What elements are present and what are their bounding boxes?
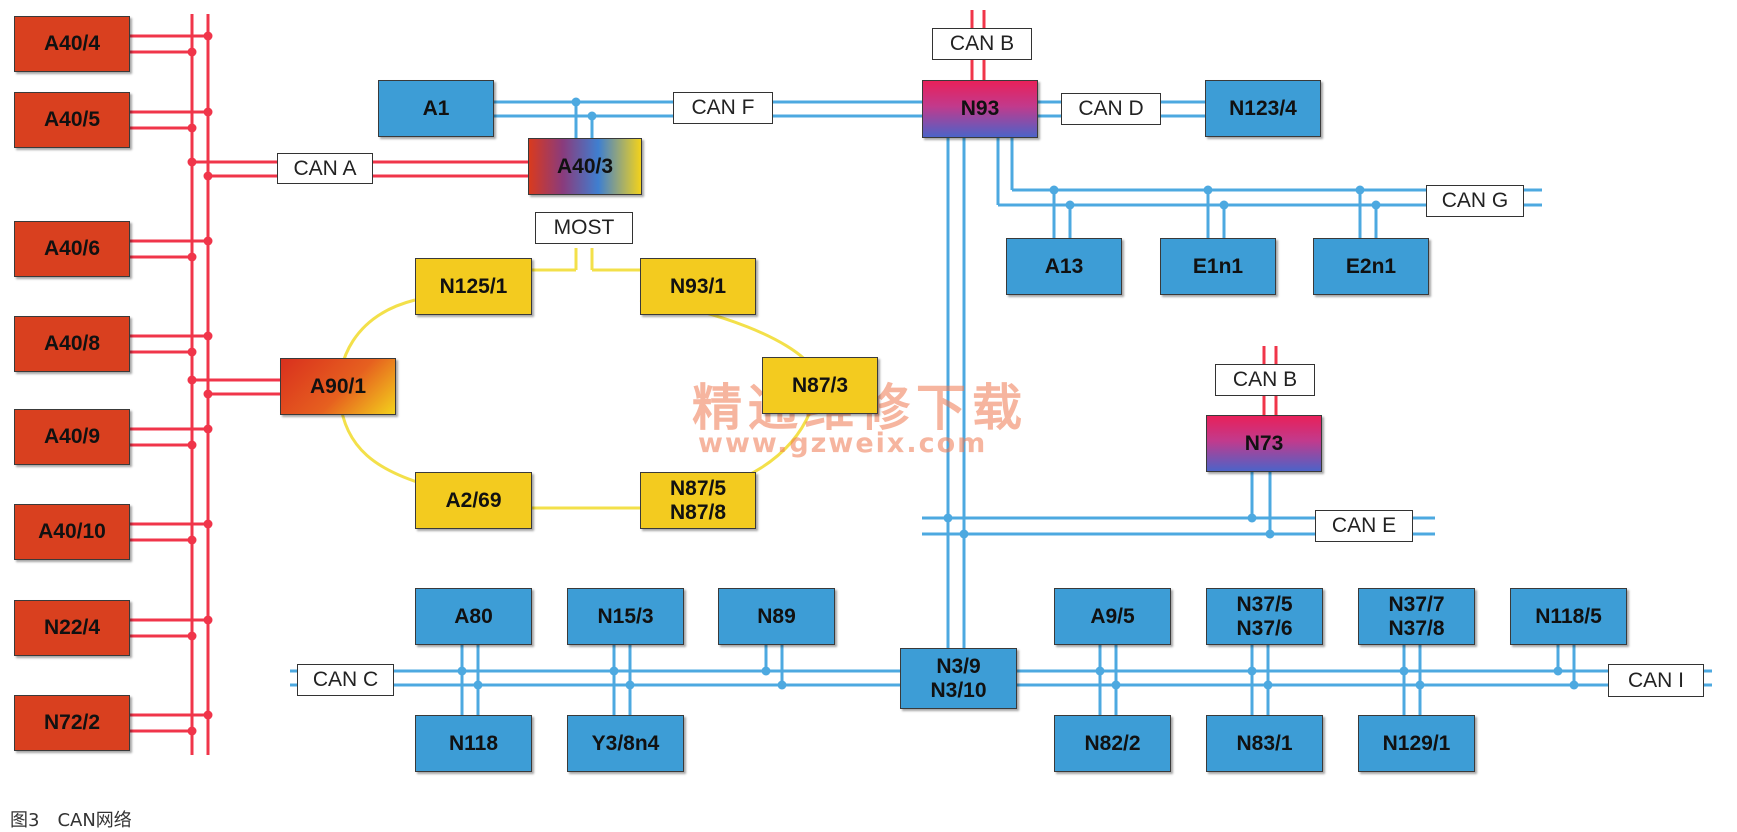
node-a40-5: A40/5: [14, 92, 130, 148]
bus-label-can-i: CAN I: [1608, 664, 1704, 697]
can-junctions: [457, 97, 1579, 690]
bus-label-can-d: CAN D: [1061, 93, 1161, 125]
node-n118-5: N118/5: [1510, 588, 1627, 645]
bus-label-can-b-top: CAN B: [932, 28, 1032, 60]
can-a-junctions: [187, 31, 213, 736]
node-a13: A13: [1006, 238, 1122, 295]
node-n125-1: N125/1: [415, 258, 532, 315]
node-n118: N118: [415, 715, 532, 772]
node-a80: A80: [415, 588, 532, 645]
node-a40-10: A40/10: [14, 504, 130, 560]
node-n3-9-10: N3/9 N3/10: [900, 648, 1017, 709]
node-n72-2: N72/2: [14, 695, 130, 751]
bus-label-most: MOST: [535, 212, 633, 244]
figure-caption: 图3 CAN网络: [10, 810, 132, 831]
node-n123-4: N123/4: [1205, 80, 1321, 137]
bus-label-can-b-mid: CAN B: [1215, 364, 1315, 396]
node-a9-5: A9/5: [1054, 588, 1171, 645]
bus-label-can-g: CAN G: [1426, 185, 1524, 217]
node-e2n1: E2n1: [1313, 238, 1429, 295]
node-e1n1: E1n1: [1160, 238, 1276, 295]
node-a40-6: A40/6: [14, 221, 130, 277]
node-n37-5-6: N37/5 N37/6: [1206, 588, 1323, 645]
node-a1: A1: [378, 80, 494, 137]
node-a2-69: A2/69: [415, 472, 532, 529]
node-n87-5-8: N87/5 N87/8: [640, 472, 756, 529]
node-n129-1: N129/1: [1358, 715, 1475, 772]
bus-label-can-f: CAN F: [673, 92, 773, 124]
node-n93-1: N93/1: [640, 258, 756, 315]
node-n37-7-8: N37/7 N37/8: [1358, 588, 1475, 645]
bus-label-can-e: CAN E: [1315, 510, 1413, 542]
watermark-url: www.gzweix.com: [698, 428, 988, 459]
node-n15-3: N15/3: [567, 588, 684, 645]
bus-label-can-a: CAN A: [277, 153, 373, 184]
node-a90-1: A90/1: [280, 358, 396, 415]
node-a40-9: A40/9: [14, 409, 130, 465]
node-n93: N93: [922, 80, 1038, 138]
node-a40-4: A40/4: [14, 16, 130, 72]
node-a40-8: A40/8: [14, 316, 130, 372]
node-n22-4: N22/4: [14, 600, 130, 656]
node-n83-1: N83/1: [1206, 715, 1323, 772]
node-n89: N89: [718, 588, 835, 645]
node-n87-3: N87/3: [762, 357, 878, 414]
node-n73: N73: [1206, 415, 1322, 472]
node-y3-8n4: Y3/8n4: [567, 715, 684, 772]
node-a40-3: A40/3: [528, 138, 642, 195]
node-n82-2: N82/2: [1054, 715, 1171, 772]
bus-label-can-c: CAN C: [297, 664, 394, 696]
